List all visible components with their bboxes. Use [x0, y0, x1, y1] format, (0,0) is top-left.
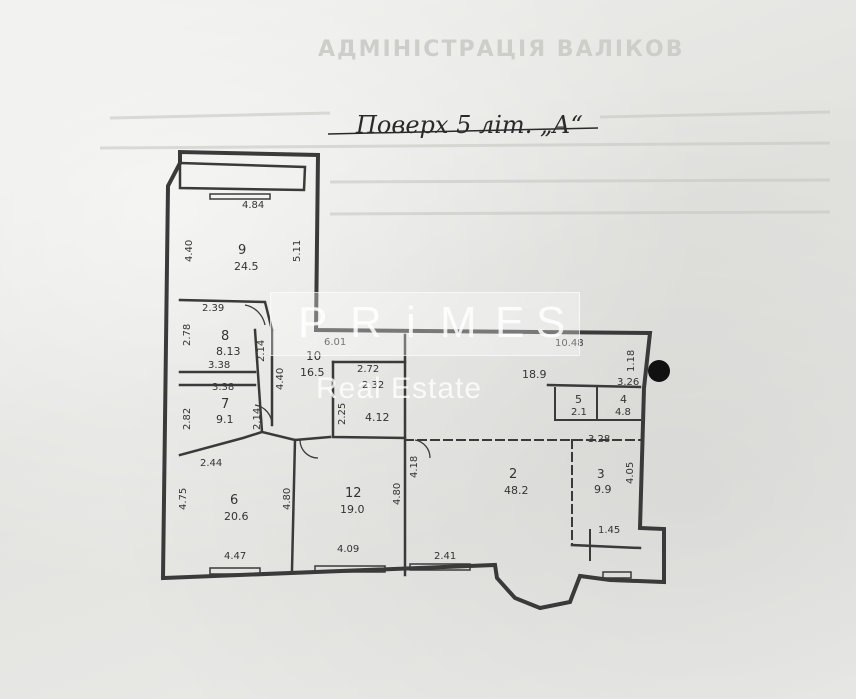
room-4-area: 4.8 [615, 407, 631, 418]
dim-room7-right: 2.14 [252, 408, 263, 430]
dim-room6-left: 4.75 [178, 488, 189, 510]
dim-room12-bottom: 4.09 [337, 544, 359, 555]
dim-room12-right: 4.80 [392, 483, 403, 505]
dim-room8-left: 2.78 [182, 324, 193, 346]
watermark-letter: S [536, 298, 566, 347]
dim-balcony-top: 4.84 [242, 200, 264, 211]
watermark-letter: M [440, 298, 477, 347]
watermark-letter: P [298, 298, 328, 347]
dim-balcony-small: 1.45 [598, 525, 620, 536]
dim-room3-right: 4.05 [625, 462, 636, 484]
room-10-id: 10 [306, 349, 321, 363]
room-labels: 9 24.5 8 8.13 7 9.1 10 16.5 4.12 6 20.6 … [216, 243, 631, 523]
dim-top-right: 10.48 [555, 338, 584, 349]
faint-text-lines [99, 110, 831, 216]
dim-room7-left: 2.82 [182, 408, 193, 430]
faint-heading: АДМІНІСТРАЦІЯ ВАЛІКОВ [318, 37, 685, 62]
dim-corr-top: 2.72 [357, 364, 379, 375]
dim-hall-left: 4.40 [275, 368, 286, 390]
title-underline [327, 127, 599, 135]
room-5-id: 5 [575, 393, 582, 406]
room-11-area: 4.12 [365, 411, 390, 424]
dim-room2-bottom: 2.41 [434, 551, 456, 562]
room-9-id: 9 [238, 243, 246, 258]
dim-room7-top: 3.38 [212, 382, 234, 393]
plan-title: Поверх 5 літ. „А“ [355, 111, 583, 139]
dim-right-top: 1.18 [626, 350, 637, 372]
dim-room8-right: 2.14 [256, 340, 267, 362]
room-12-id: 12 [345, 486, 362, 501]
watermark-brand-box [270, 292, 580, 356]
room-13-area: 18.9 [522, 368, 547, 381]
dim-room9-right: 5.11 [292, 240, 303, 262]
room-2-id: 2 [509, 467, 517, 482]
dim-room3-inner: 3.28 [588, 434, 610, 445]
room-3-id: 3 [597, 467, 605, 481]
doors [244, 304, 431, 459]
room-6-area: 20.6 [224, 510, 249, 523]
dim-room6-top: 2.44 [200, 458, 222, 469]
room-3-area: 9.9 [594, 483, 612, 496]
hole-punch [648, 360, 670, 382]
room-8-id: 8 [221, 329, 229, 344]
room-10-area: 16.5 [300, 366, 325, 379]
room-2-area: 48.2 [504, 484, 529, 497]
watermark-letter: i [406, 298, 416, 347]
dim-room11-top: 2.32 [362, 380, 384, 391]
room-9-area: 24.5 [234, 260, 259, 273]
room-4-id: 4 [620, 393, 627, 406]
windows [209, 193, 632, 579]
dim-hall-top: 6.01 [324, 337, 346, 348]
dim-room6-bottom: 4.47 [224, 551, 246, 562]
watermark-letter: E [495, 298, 525, 347]
dim-room9-left: 4.40 [184, 240, 195, 262]
room-8-area: 8.13 [216, 345, 241, 358]
room-6-id: 6 [230, 493, 238, 508]
dimension-labels: 4.84 4.40 5.11 2.39 2.78 3.38 2.14 3.38 … [178, 200, 639, 562]
walls [160, 149, 666, 611]
room-7-id: 7 [221, 397, 229, 412]
dim-room2-left: 4.18 [409, 456, 420, 478]
room-7-area: 9.1 [216, 413, 234, 426]
dim-room3-top: 3.26 [617, 377, 639, 388]
dim-room8-top: 2.39 [202, 303, 224, 314]
watermark: P R i M E S Real Estate [270, 292, 580, 410]
room-5-area: 2.1 [571, 407, 587, 418]
dim-room8-bottom: 3.38 [208, 360, 230, 371]
dim-room6-right: 4.80 [282, 488, 293, 510]
watermark-letter: R [350, 298, 382, 347]
room-12-area: 19.0 [340, 503, 365, 516]
watermark-subtitle: Real Estate [316, 372, 483, 405]
dim-room11-side: 2.25 [337, 403, 348, 425]
